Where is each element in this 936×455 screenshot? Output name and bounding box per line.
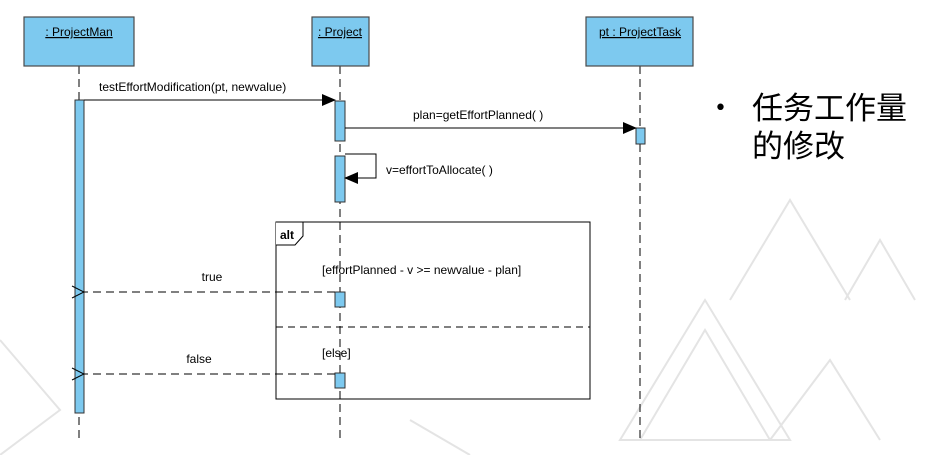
lifeline-label-projecttask: pt : ProjectTask [599, 25, 682, 39]
message-label-plan: plan=getEffortPlanned( ) [413, 108, 543, 122]
message-arrow-effort-alloc [344, 153, 377, 184]
activation-project-4 [334, 372, 346, 389]
lifeline-head-project [311, 16, 370, 67]
watermark-logo [0, 198, 916, 455]
message-label-test-effort: testEffortModification(pt, newvalue) [99, 80, 286, 94]
alt-operator-tab [276, 221, 304, 246]
alt-operator-label: alt [280, 228, 294, 242]
guard-label-1: [effortPlanned - v >= newvalue - plan] [322, 263, 521, 277]
bullet-item: • 任务工作量的修改 [712, 90, 932, 166]
lifeline-head-projecttask [585, 16, 694, 67]
lifeline-head-projectman [23, 16, 135, 67]
lifeline-label-project: : Project [318, 25, 363, 39]
bullet-marker: • [714, 96, 727, 121]
activation-projecttask [635, 127, 646, 145]
return-label-true: true [202, 270, 223, 284]
message-label-effort-alloc: v=effortToAllocate( ) [386, 163, 493, 177]
guard-label-2: [else] [322, 346, 351, 360]
activation-project-3 [334, 291, 346, 308]
lifeline-label-projectman: : ProjectMan [45, 25, 112, 39]
activation-project-1 [334, 100, 346, 142]
return-label-false: false [186, 352, 212, 366]
activation-project-2 [334, 155, 346, 203]
bullet-text: 任务工作量的修改 [752, 91, 907, 165]
activation-projectman [74, 99, 85, 414]
slide-bullet-list: • 任务工作量的修改 [712, 90, 932, 166]
alt-fragment [275, 221, 591, 400]
